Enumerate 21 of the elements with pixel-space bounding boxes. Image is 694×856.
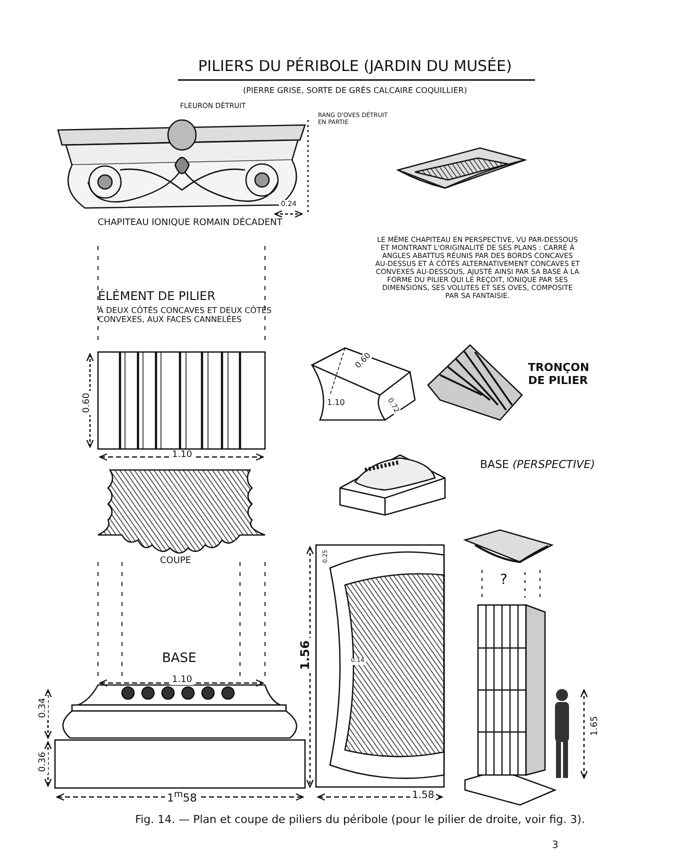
subtitle: (PIERRE GRISE, SORTE DE GRÈS CALCAIRE COQUILLIER) [242,86,468,96]
dimension-label: 1.65 [590,714,600,738]
part-label: CHAPITEAU IONIQUE ROMAIN DÉCADENT [96,218,284,228]
dimension-label: 1.10 [170,675,194,686]
part-label: ÉLÉMENT DE PILIER [98,290,216,304]
dimension-label: 0.60 [82,390,92,415]
title: PILIERS DU PÉRIBOLE (JARDIN DU MUSÉE) [197,58,513,76]
dimension-label: 0.36 [38,750,48,774]
part-label: COUPE [160,556,192,566]
dimension-label: 1.10 [170,450,194,460]
part-label: BASE (PERSPECTIVE) [480,459,596,472]
dimension-label: 1.10 [325,398,347,408]
question-mark: ? [500,572,508,588]
part-label: TRONÇON DE PILIER [528,362,588,388]
page-number: 3 [552,840,558,852]
figure-caption: Fig. 14. — Plan et coupe de piliers du péribole (pour le pilier de droite, voir fig. 3). [134,814,586,827]
dimension-label: 1.56 [299,638,313,672]
part-label: À DEUX CÔTÉS CONCAVES ET DEUX CÔTÉS CONVEXES, AUX FACES CANNELÉES [98,306,273,324]
part-label: BASE [162,652,196,667]
dimension-label: 1.58 [410,790,436,802]
dimension-label: 0.34 [38,696,48,720]
